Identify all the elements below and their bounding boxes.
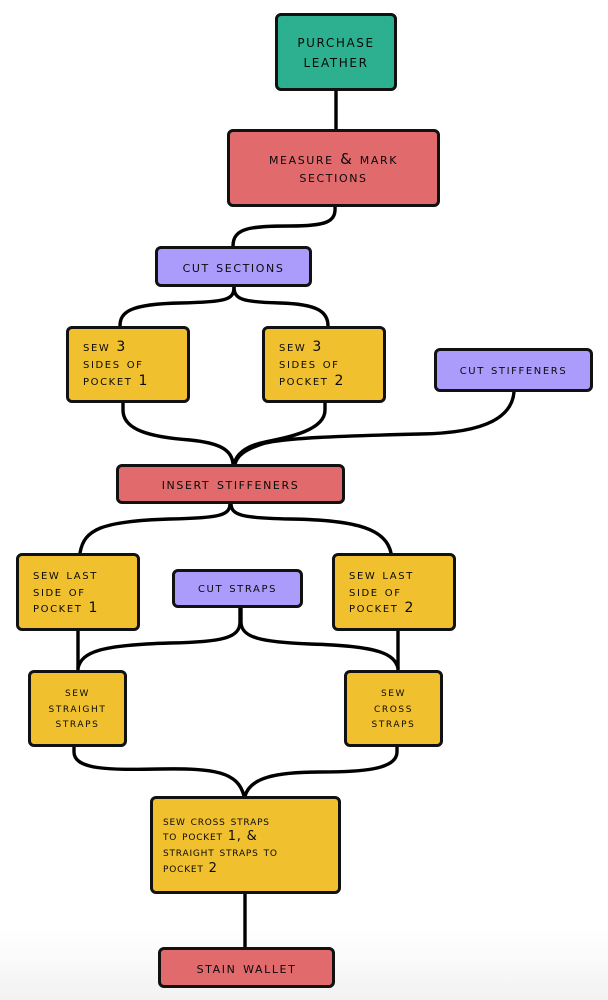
node-label: Purchase Leather xyxy=(297,31,375,72)
node-label: Stain Wallet xyxy=(196,957,297,977)
edge-measure-to-cut-sections xyxy=(231,205,337,248)
node-label: Cut straps xyxy=(197,580,278,597)
edge-pocket1-to-insert xyxy=(121,400,235,466)
edge-stiffeners-to-insert xyxy=(233,390,516,466)
node-cut-sections[interactable]: Cut sections xyxy=(155,246,312,287)
node-sew-pocket-1[interactable]: Sew 3 sides of pocket 1 xyxy=(66,326,190,403)
node-label: Sew last side of pocket 1 xyxy=(33,566,100,617)
node-label: Sew 3 sides of pocket 2 xyxy=(279,339,346,389)
node-stain-wallet[interactable]: Stain Wallet xyxy=(158,947,335,988)
node-label: Cut stiffeners xyxy=(459,361,568,378)
node-cut-straps[interactable]: Cut straps xyxy=(172,569,303,608)
node-label: Sew straight straps xyxy=(48,685,107,732)
node-label: Sew 3 sides of pocket 1 xyxy=(83,339,150,389)
node-cut-stiffeners[interactable]: Cut stiffeners xyxy=(434,348,593,392)
edge-straight-to-final xyxy=(72,744,246,798)
edge-cross-to-final xyxy=(243,744,399,798)
node-sew-straight-straps[interactable]: Sew straight straps xyxy=(28,670,127,747)
node-label: Sew cross straps xyxy=(371,685,416,732)
node-sew-pocket-2[interactable]: Sew 3 sides of pocket 2 xyxy=(262,326,386,403)
node-measure-mark-sections[interactable]: Measure & mark sections xyxy=(227,129,440,207)
node-sew-final-assembly[interactable]: Sew cross straps to pocket 1, & straight… xyxy=(150,796,341,894)
node-label: Sew cross straps to pocket 1, & straight… xyxy=(163,813,278,876)
node-sew-last-side-pocket-1[interactable]: Sew last side of pocket 1 xyxy=(16,553,140,631)
node-label: Measure & mark sections xyxy=(268,150,399,186)
edge-cut-sections-to-pocket2 xyxy=(232,285,330,328)
edge-insert-to-last2 xyxy=(229,501,393,555)
edge-pocket2-to-insert xyxy=(232,400,327,466)
edge-cut-straps-to-straight xyxy=(76,605,242,670)
node-sew-last-side-pocket-2[interactable]: Sew last side of pocket 2 xyxy=(332,553,456,631)
edge-cut-sections-to-pocket1 xyxy=(118,285,236,328)
node-label: Insert stiffeners xyxy=(161,474,300,494)
node-purchase-leather[interactable]: Purchase Leather xyxy=(275,13,397,91)
node-insert-stiffeners[interactable]: Insert stiffeners xyxy=(116,464,345,504)
node-label: Cut sections xyxy=(182,257,285,276)
edge-cut-straps-to-cross xyxy=(239,605,400,670)
edge-insert-to-last1 xyxy=(78,501,232,555)
node-label: Sew last side of pocket 2 xyxy=(349,566,416,617)
node-sew-cross-straps[interactable]: Sew cross straps xyxy=(344,670,443,747)
